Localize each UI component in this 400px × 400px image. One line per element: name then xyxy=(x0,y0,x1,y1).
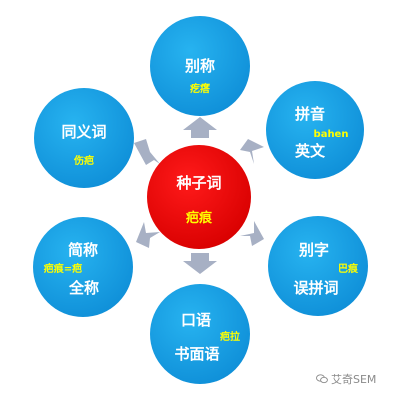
node-top-right-label2: 英文 xyxy=(295,142,326,160)
center-title: 种子词 xyxy=(175,174,221,192)
node-top-left: 同义词 伤疤 xyxy=(34,88,134,188)
wechat-icon xyxy=(316,374,328,384)
node-right: 别字 巴痕 误拼词 xyxy=(268,216,368,316)
center-node: 种子词 疤痕 xyxy=(147,145,251,249)
node-right-label1: 别字 xyxy=(298,241,329,259)
node-top-left-sub: 伤疤 xyxy=(73,154,94,167)
node-top-right: 拼音 bahen 英文 xyxy=(266,81,364,179)
watermark-text: 艾奇SEM xyxy=(331,373,377,386)
node-left-sub: 疤痕=疤 xyxy=(44,262,82,275)
node-left-label2: 全称 xyxy=(68,279,99,297)
watermark: 艾奇SEM xyxy=(316,371,376,387)
node-right-sub: 巴痕 xyxy=(338,262,359,275)
node-left-label1: 简称 xyxy=(68,241,98,259)
node-top-right-label1: 拼音 xyxy=(295,105,325,123)
node-bottom: 口语 疤拉 书面语 xyxy=(150,284,250,384)
arrow-upper-right xyxy=(240,139,264,164)
node-top-left-label: 同义词 xyxy=(61,123,106,141)
arrow-upper-left xyxy=(134,139,160,165)
node-bottom-label2: 书面语 xyxy=(174,345,219,363)
arrow-lower-left xyxy=(136,222,160,248)
node-right-label2: 误拼词 xyxy=(293,279,338,297)
node-bottom-label1: 口语 xyxy=(181,311,211,329)
node-top-label: 别称 xyxy=(184,57,215,75)
node-top-right-sub: bahen xyxy=(314,129,349,140)
node-left: 简称 疤痕=疤 全称 xyxy=(33,217,133,317)
node-top-sub: 疙瘩 xyxy=(190,82,210,95)
center-keyword: 疤痕 xyxy=(186,210,213,226)
arrow-down xyxy=(183,253,217,274)
arrow-up xyxy=(183,117,217,138)
node-top: 别称 疙瘩 xyxy=(150,16,250,116)
arrow-lower-right xyxy=(240,221,264,246)
node-bottom-sub: 疤拉 xyxy=(220,330,240,343)
